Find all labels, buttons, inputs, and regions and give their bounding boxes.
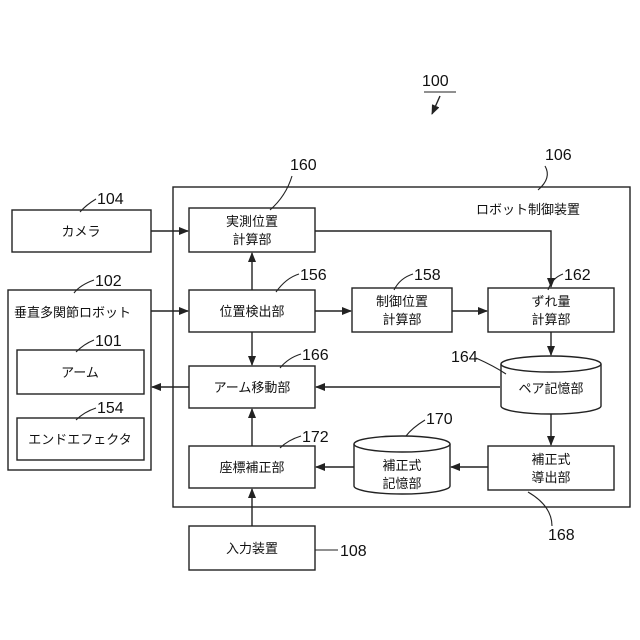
arm-label: アーム [61,366,99,381]
end-effector-label: エンドエフェクタ [28,433,131,448]
pair-storage-label: ペア記憶部 [518,381,583,397]
ref-108: 108 [340,543,367,560]
formula-storage-line1: 補正式 [382,459,421,474]
formula-storage-line2: 記憶部 [382,476,421,492]
position-detection-label: 位置検出部 [219,305,284,320]
ref-102: 102 [95,273,122,290]
ref-164: 164 [451,349,478,366]
control-position-calc-line1: 制御位置 [376,295,428,310]
coordinate-correction-label: 座標補正部 [219,461,284,476]
ref-156: 156 [300,267,327,284]
ref-104: 104 [97,191,124,208]
ref-158: 158 [414,267,441,284]
measured-position-calc-line2: 計算部 [232,232,271,248]
arm-movement-label: アーム移動部 [214,381,291,396]
measured-position-calc-line1: 実測位置 [226,214,278,230]
ref-106: 106 [545,147,572,164]
ref-170: 170 [426,411,453,428]
formula-derivation-line1: 補正式 [531,453,570,468]
formula-derivation-line2: 導出部 [531,471,570,486]
pair-storage-cylinder-top [501,356,601,372]
robot-controller-label: ロボット制御装置 [476,203,580,218]
control-position-calc-line2: 計算部 [382,312,421,328]
ref-154: 154 [97,400,124,417]
formula-storage-cylinder-top [354,436,450,452]
figure-number: 100 [422,73,449,90]
camera-label: カメラ [61,225,100,240]
figure-number-arrow [432,96,440,114]
ref-101: 101 [95,333,122,350]
deviation-calc-line1: ずれ量 [531,295,570,310]
input-device-label: 入力装置 [226,542,278,557]
ref-166: 166 [302,347,329,364]
vertical-robot-label: 垂直多関節ロボット [14,305,131,321]
ref-160: 160 [290,157,317,174]
ref-168: 168 [548,527,575,544]
ref-162: 162 [564,267,591,284]
deviation-calc-line2: 計算部 [531,312,570,328]
ref-172: 172 [302,429,329,446]
